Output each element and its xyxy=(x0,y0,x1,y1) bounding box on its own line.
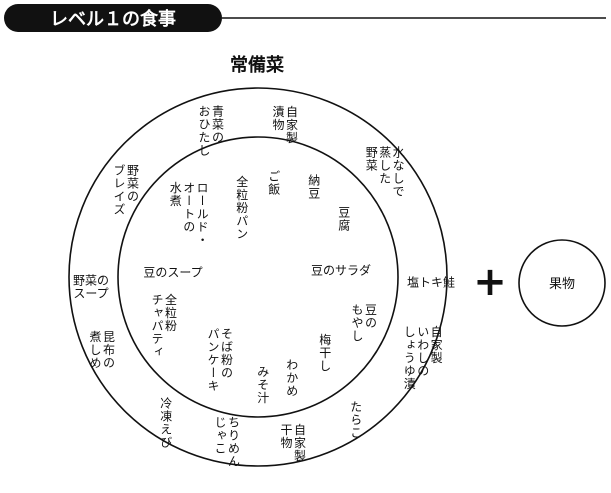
outer-item-7: 自家製 いわしの しょうゆ漬 xyxy=(402,325,444,391)
outer-item-12: ちりめん じゃこ xyxy=(213,416,241,468)
inner-item-6: 豆のスープ xyxy=(143,265,203,280)
plus-symbol: + xyxy=(473,259,507,305)
inner-item-8: 豆の もやし xyxy=(350,303,378,343)
header-badge-shape xyxy=(4,4,222,32)
inner-item-9: 全粒粉 チャパティ xyxy=(150,293,178,359)
outer-item-3: 水なしで 蒸した 野菜 xyxy=(364,146,406,198)
outer-item-11: 自家製 干物 xyxy=(279,423,307,463)
outer-item-10: 冷凍えび xyxy=(158,397,173,449)
inner-item-1: ご飯 xyxy=(266,170,281,196)
header-title: レベル１の食事 xyxy=(50,8,176,30)
outer-item-5: 塩トキ鮭 xyxy=(406,275,456,290)
outer-circle xyxy=(68,87,448,467)
outer-item-1: 自家製 漬物 xyxy=(271,105,299,145)
outer-item-4: 野菜の ブレイズ xyxy=(112,164,140,216)
outer-item-9: たらこ xyxy=(348,400,363,440)
outer-item-8: 昆布の 煮しめ xyxy=(88,330,116,370)
inner-item-12: わかめ xyxy=(284,358,299,398)
inner-item-13: みそ汁 xyxy=(255,365,270,405)
fruit-label: 果物 xyxy=(549,277,575,292)
inner-item-5: 豆腐 xyxy=(336,206,351,232)
center-title: 常備菜 xyxy=(230,54,284,76)
inner-item-3: 全粒粉パン xyxy=(234,175,249,241)
outer-item-6: 野菜の スープ xyxy=(72,273,110,301)
inner-circle xyxy=(117,136,399,418)
fruit-circle xyxy=(518,239,606,327)
inner-item-11: そば粉の パンケーキ xyxy=(206,327,234,393)
inner-item-2: 納豆 xyxy=(306,174,321,200)
inner-item-10: 梅干し xyxy=(317,333,332,373)
inner-item-7: 豆のサラダ xyxy=(310,263,372,278)
inner-item-4: ロールド・ オートの 水煮 xyxy=(168,181,210,247)
outer-item-2: 青菜の おひたし xyxy=(197,105,225,157)
header-badge: レベル１の食事 xyxy=(4,4,606,32)
